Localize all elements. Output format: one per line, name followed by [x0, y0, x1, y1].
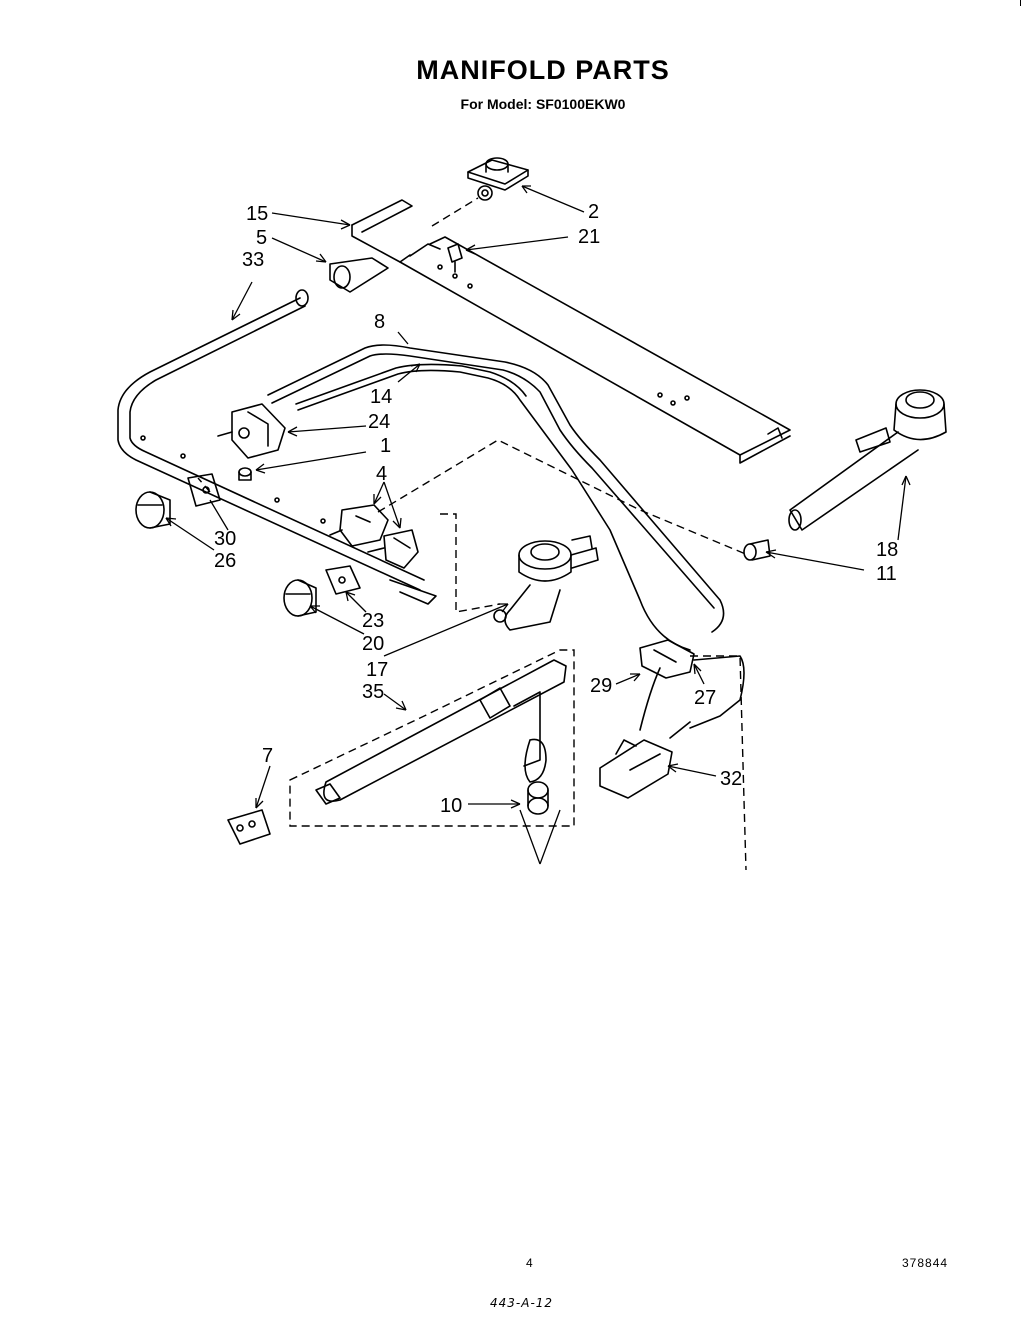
- leader-lines: [165, 185, 911, 865]
- callout-27: 27: [694, 687, 716, 709]
- callout-8: 8: [374, 311, 385, 333]
- part-7-clip: [227, 809, 271, 845]
- callout-5: 5: [256, 227, 267, 249]
- part-26-knob: [135, 491, 171, 529]
- part-1-orifice: [238, 467, 252, 481]
- valve-bar: [389, 579, 437, 605]
- part-11-orifice: [743, 539, 771, 561]
- callout-15: 15: [246, 203, 268, 225]
- part-32-safety-valve: [599, 667, 691, 799]
- page-number: 4: [526, 1256, 533, 1270]
- part-10-orifice: [527, 781, 549, 815]
- part-29-valve: [639, 639, 745, 729]
- callout-10: 10: [440, 795, 462, 817]
- part-8-tube: [267, 344, 725, 633]
- handwritten-note: 443-A-12: [490, 1296, 554, 1310]
- part-5-clamp: [329, 257, 389, 293]
- part-14-tube: [295, 363, 691, 651]
- callout-18: 18: [876, 539, 898, 561]
- assembly-dashed-lines: [197, 197, 749, 871]
- callout-20: 20: [362, 633, 384, 655]
- callout-26: 26: [214, 550, 236, 572]
- callout-32: 32: [720, 768, 742, 790]
- callout-35: 35: [362, 681, 384, 703]
- part-33-manifold-pipe: [117, 289, 425, 591]
- corner-tick-mark: [1020, 0, 1021, 6]
- callout-17: 17: [366, 659, 388, 681]
- part-23-bezel: [325, 565, 361, 595]
- callout-23: 23: [362, 610, 384, 632]
- callout-30: 30: [214, 528, 236, 550]
- part-15-burner-bracket: [351, 199, 791, 464]
- page-title: MANIFOLD PARTS: [416, 55, 670, 85]
- part-35-lower-burner: [315, 659, 567, 805]
- part-17-burner: [493, 535, 599, 631]
- callout-4: 4: [376, 463, 387, 485]
- callout-2: 2: [588, 201, 599, 223]
- callout-29: 29: [590, 675, 612, 697]
- callout-14: 14: [370, 386, 392, 408]
- callout-11: 11: [876, 563, 897, 585]
- callout-24: 24: [368, 411, 390, 433]
- model-subtitle: For Model: SF0100EKW0: [460, 96, 626, 112]
- part-20-knob: [283, 579, 317, 617]
- part-18-burner-right: [788, 389, 947, 531]
- callout-33: 33: [242, 249, 264, 271]
- part-4-valves: [329, 504, 419, 569]
- callout-1: 1: [380, 435, 391, 457]
- part-24-valve: [217, 403, 286, 459]
- part-21-screw: [447, 243, 463, 273]
- document-number: 378844: [902, 1256, 949, 1270]
- callout-7: 7: [262, 745, 273, 767]
- callout-21: 21: [578, 226, 600, 248]
- part-2-burner-top: [467, 157, 529, 201]
